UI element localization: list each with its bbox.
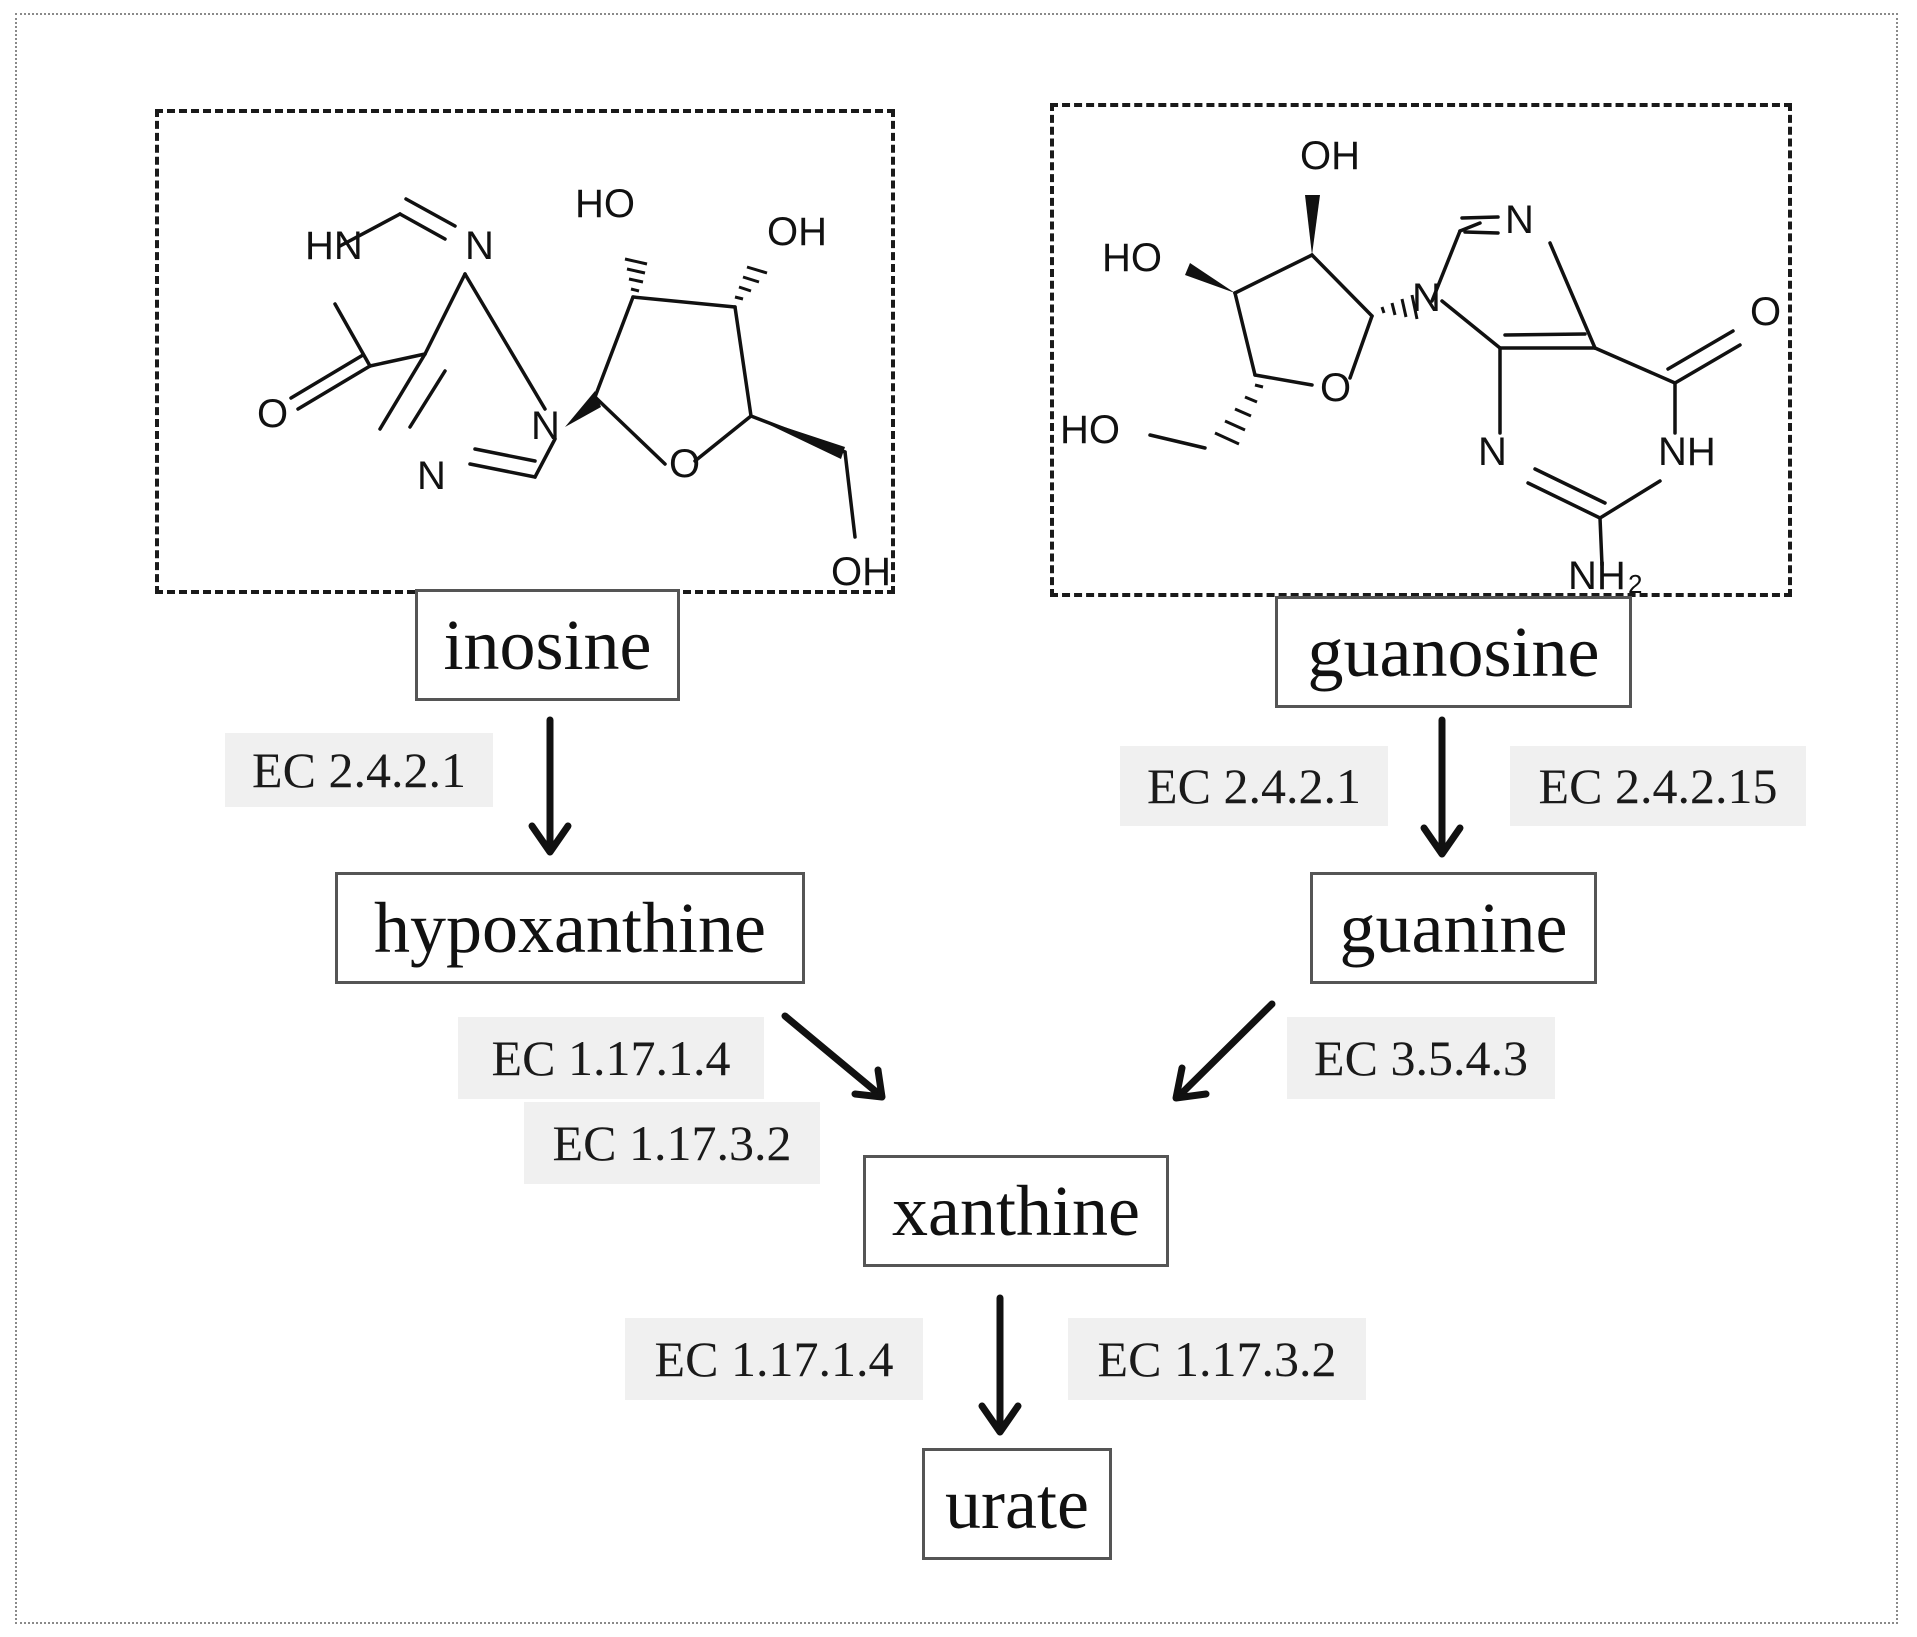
node-guanine: guanine — [1310, 872, 1597, 984]
svg-text:O: O — [669, 442, 700, 486]
arrow-xanthine-to-urate — [978, 1294, 1022, 1436]
svg-text:HO: HO — [575, 182, 635, 226]
guanosine-structure: OH HO HO O N N O N NH NH 2 — [1060, 134, 1781, 597]
node-inosine: inosine — [415, 589, 680, 701]
node-urate: urate — [922, 1448, 1112, 1560]
arrow-inosine-to-hypoxanthine — [528, 716, 572, 856]
ec-hypoxanthine-to-xanthine-a: EC 1.17.1.4 — [458, 1017, 764, 1099]
svg-text:OH: OH — [1300, 134, 1360, 178]
figure-frame — [15, 13, 1898, 1624]
svg-text:N: N — [1478, 430, 1507, 474]
svg-text:N: N — [417, 454, 446, 498]
arrow-hypoxanthine-to-xanthine — [781, 1012, 886, 1101]
svg-text:O: O — [257, 392, 288, 436]
svg-text:N: N — [465, 224, 494, 268]
ec-xanthine-to-urate-left: EC 1.17.1.4 — [625, 1318, 923, 1400]
svg-text:HN: HN — [305, 224, 363, 268]
svg-text:OH: OH — [831, 550, 891, 594]
svg-text:2: 2 — [1628, 569, 1642, 597]
svg-text:O: O — [1750, 290, 1781, 334]
svg-text:N: N — [1412, 276, 1441, 320]
node-hypoxanthine: hypoxanthine — [335, 872, 805, 984]
ec-xanthine-to-urate-right: EC 1.17.3.2 — [1068, 1318, 1366, 1400]
svg-text:HO: HO — [1102, 236, 1162, 280]
ec-hypoxanthine-to-xanthine-b: EC 1.17.3.2 — [524, 1102, 820, 1184]
ec-guanosine-to-guanine-right: EC 2.4.2.15 — [1510, 746, 1806, 826]
arrow-guanosine-to-guanine — [1420, 716, 1464, 858]
node-guanosine: guanosine — [1275, 596, 1632, 708]
ec-inosine-to-hypoxanthine: EC 2.4.2.1 — [225, 733, 493, 807]
svg-text:HO: HO — [1060, 408, 1120, 452]
svg-text:NH: NH — [1658, 430, 1716, 474]
svg-text:N: N — [531, 404, 560, 448]
svg-text:N: N — [1505, 198, 1534, 242]
node-xanthine: xanthine — [863, 1155, 1169, 1267]
svg-text:O: O — [1320, 366, 1351, 410]
guanosine-structure-box: OH HO HO O N N O N NH NH 2 — [1050, 103, 1792, 597]
arrow-guanine-to-xanthine — [1172, 1000, 1276, 1102]
inosine-structure: HN N O N N HO OH O OH — [257, 182, 891, 594]
ec-guanine-to-xanthine: EC 3.5.4.3 — [1287, 1017, 1555, 1099]
ec-guanosine-to-guanine-left: EC 2.4.2.1 — [1120, 746, 1388, 826]
svg-text:NH: NH — [1568, 554, 1626, 597]
svg-text:OH: OH — [767, 210, 827, 254]
